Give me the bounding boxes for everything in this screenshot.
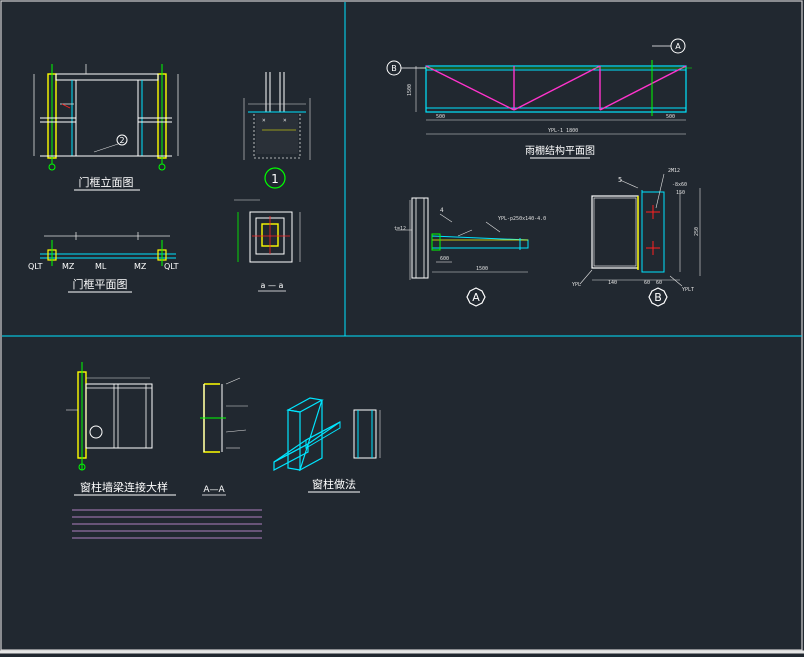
plan-label-qlt-left: QLT: [28, 262, 43, 271]
detail-a-label-4: 4: [440, 207, 444, 214]
detail-b-label-2m12: 2M12: [668, 168, 680, 174]
detail-a-drawing: [396, 197, 529, 280]
detail-1-drawing: × ×: [243, 72, 311, 160]
detail-1-label: 1: [271, 172, 279, 186]
section-a-a-label: a — a: [261, 281, 284, 290]
canopy-bubble-a: A: [675, 42, 681, 51]
detail-b-label-yplt: YPLT: [682, 287, 694, 293]
canopy-dim-right: 500: [666, 114, 675, 120]
section-A-A-label: A—A: [203, 485, 225, 495]
detail-b-dim-60b: 60: [656, 280, 662, 286]
detail-a-bubble: [466, 287, 486, 307]
detail-b-drawing: [579, 173, 701, 287]
section-a-a-drawing: [234, 199, 301, 263]
canopy-dim-left: 500: [436, 114, 445, 120]
detail-b-dim-150: 150: [676, 190, 685, 196]
window-col-beam-detail-drawing: [66, 362, 153, 471]
detail-a-label-t12: t=12: [394, 226, 406, 232]
canopy-plan-title: 雨棚结构平面图: [525, 144, 595, 157]
window-col-beam-detail-title: 窗柱墙梁连接大样: [80, 480, 168, 494]
window-col-method-title: 窗柱做法: [312, 477, 356, 491]
canopy-bubble-b: B: [391, 64, 397, 73]
plan-label-qlt-right: QLT: [164, 262, 179, 271]
notes-lines: [72, 509, 262, 539]
detail-b-label-plate: -8x60: [672, 182, 687, 188]
door-frame-plan: [40, 232, 176, 266]
detail-b-dim-60a: 60: [644, 280, 650, 286]
detail-1-bubble: [264, 167, 286, 189]
detail-b-bubble: [648, 287, 668, 307]
plan-label-mz-right: MZ: [134, 262, 147, 271]
detail-b-dim-250: 250: [694, 227, 700, 236]
detail-b-dim-140: 140: [608, 280, 617, 286]
door-frame-elevation: 2: [33, 64, 179, 171]
plan-label-mz-left: MZ: [62, 262, 75, 271]
detail-b-label-5: 5: [618, 176, 622, 184]
canopy-structure-plan: [386, 38, 692, 135]
bubble-2-text: 2: [119, 136, 124, 145]
svg-text:×: ×: [283, 117, 287, 124]
svg-text:×: ×: [262, 117, 266, 124]
plan-label-ml: ML: [95, 262, 107, 271]
window-col-method-drawing: [273, 397, 381, 472]
detail-a-dim-bottom: 1500: [476, 266, 488, 272]
door-frame-plan-title: 门框平面图: [73, 277, 128, 291]
canopy-dim-height: 1500: [407, 84, 413, 96]
canopy-dim-total: YPL-1 1800: [548, 128, 578, 134]
detail-b-label-ypl: YPL: [572, 282, 581, 288]
door-frame-elevation-title: 门框立面图: [79, 175, 134, 189]
detail-a-label: A: [472, 291, 480, 304]
detail-a-label-ypl: YPL-p250x140-4.0: [498, 216, 546, 222]
section-A-A-drawing: [200, 377, 248, 453]
detail-b-label: B: [654, 291, 662, 304]
detail-a-dim-small: 600: [440, 256, 449, 262]
